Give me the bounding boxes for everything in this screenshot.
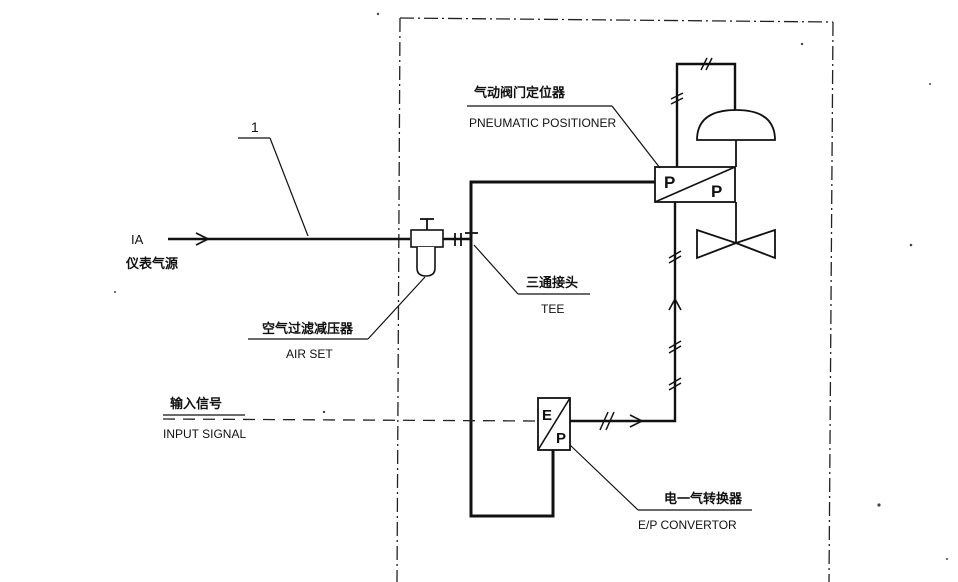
ep-e-letter: E xyxy=(542,407,552,424)
airset-en-label: AIR SET xyxy=(286,347,333,361)
positioner-p-left: P xyxy=(664,173,675,192)
positioner-cn-label: 气动阀门定位器 xyxy=(474,85,566,101)
ep-p-letter: P xyxy=(556,430,566,447)
scan-specks xyxy=(114,12,948,560)
input-signal-en-label: INPUT SIGNAL xyxy=(163,427,246,441)
tee-icon xyxy=(443,232,478,246)
ep-converter-box: E P xyxy=(537,397,571,451)
ep-cn-label: 电一气转换器 xyxy=(664,491,743,507)
positioner-leader xyxy=(467,105,661,169)
supply-loop xyxy=(469,180,655,518)
airset-leader xyxy=(248,276,426,340)
ia-cn-label: 仪表气源 xyxy=(125,256,178,272)
positioner-en-label: PNEUMATIC POSITIONER xyxy=(469,116,616,130)
actuator-signal-line xyxy=(670,57,737,167)
ep-en-label: E/P CONVERTOR xyxy=(638,518,737,532)
equipment-boundary xyxy=(396,17,834,582)
filter-regulator-icon xyxy=(410,218,444,277)
tee-leader xyxy=(473,244,590,295)
positioner-box: P P xyxy=(654,166,736,203)
ep-output-line xyxy=(570,202,682,431)
callout-1: 1 xyxy=(238,119,309,237)
input-signal-line xyxy=(162,418,539,422)
tee-cn-label: 三通接头 xyxy=(526,275,578,291)
airset-cn-label: 空气过滤减压器 xyxy=(262,321,354,337)
ia-label: IA xyxy=(131,232,144,247)
diaphragm-actuator-icon xyxy=(696,109,776,243)
ia-supply-line xyxy=(168,232,410,246)
tee-en-label: TEE xyxy=(541,302,564,316)
input-signal-cn-label: 输入信号 xyxy=(170,396,222,412)
positioner-p-right: P xyxy=(711,182,722,201)
ep-leader xyxy=(569,444,752,511)
callout-number: 1 xyxy=(251,119,259,135)
globe-valve-icon xyxy=(696,228,776,260)
